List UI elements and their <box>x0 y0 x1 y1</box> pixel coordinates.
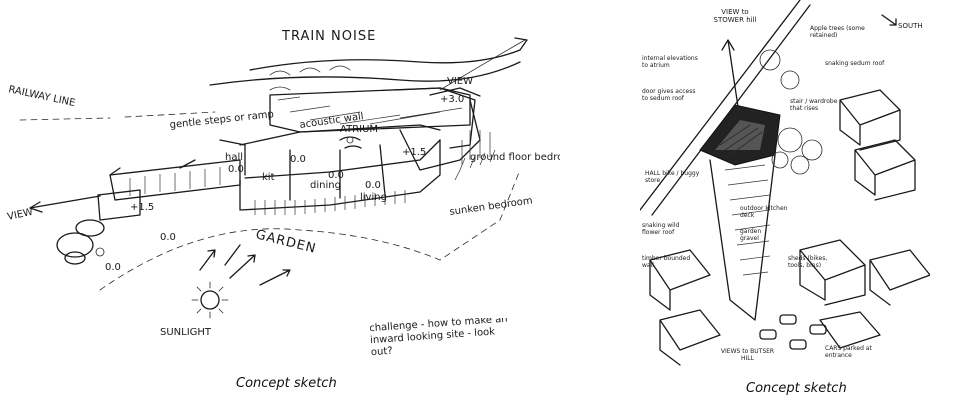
noise-line-2 <box>209 61 521 86</box>
sun-icon <box>191 281 229 319</box>
label-level-00-a: 0.0 <box>160 232 176 243</box>
railway-arrow-head <box>514 37 528 51</box>
railway-arrow-line <box>439 39 526 91</box>
label-hall-bike: HALL bike / buggy store <box>645 170 700 184</box>
label-apple-trees: Apple trees (some retained) <box>810 25 865 39</box>
label-kit: kit <box>262 172 275 183</box>
entry-wing <box>97 139 246 221</box>
label-view-top-level: +3.0 <box>440 94 464 105</box>
label-garden: GARDEN <box>254 227 318 257</box>
label-snaking-sedum-roof: snaking sedum roof <box>825 60 885 67</box>
rail-line-1 <box>640 0 801 211</box>
label-view-left: VIEW <box>6 207 34 223</box>
label-cars-wrap: CARS parked at entrance <box>825 345 872 359</box>
label-sheds: sheds (bikes, tools, bins) <box>788 255 828 269</box>
label-ground-floor-bedroom: ground floor bedroom <box>470 152 560 163</box>
view-arrow-left-head <box>29 201 43 213</box>
label-door-wrap: door gives access to sedum roof <box>642 88 696 102</box>
label-hall-bike-wrap: HALL bike / buggy store <box>645 170 700 184</box>
label-gravel-wrap: garden gravel <box>740 228 762 242</box>
label-south: SOUTH <box>898 22 923 30</box>
right-sketch-drawing: VIEW to STOWER hill SOUTH Apple trees (s… <box>640 0 930 366</box>
label-door-gives-access: door gives access to sedum roof <box>642 88 696 102</box>
right-aerial-sketch: VIEW to STOWER hill SOUTH Apple trees (s… <box>640 0 930 372</box>
left-sketch-drawing: TRAIN NOISE RAILWAY LINE VIEW +3.0 acous… <box>6 29 560 359</box>
left-concept-sketch: TRAIN NOISE RAILWAY LINE VIEW +3.0 acous… <box>6 29 560 359</box>
label-level-hall: 0.0 <box>228 164 244 175</box>
label-level-00-b: 0.0 <box>105 262 121 273</box>
label-timber-wrap: timber bounded wall <box>642 255 691 269</box>
south-arrow <box>881 14 897 26</box>
apple-trees <box>759 49 823 175</box>
label-challenge-wrap: challenge - how to make an inward lookin… <box>370 318 508 359</box>
noise-line-1 <box>249 49 521 71</box>
label-living: living <box>360 192 387 203</box>
label-wild-flower-wrap: snaking wild flower roof <box>642 222 680 236</box>
label-railway-line: RAILWAY LINE <box>7 84 76 109</box>
label-outdoor-kitchen-wrap: outdoor kitchen deck <box>740 205 788 219</box>
railway-dashed-line <box>19 111 216 121</box>
car-sketch <box>56 219 105 265</box>
label-views-butser-wrap: VIEWS to BUTSER HILL <box>720 348 775 362</box>
building-massing <box>239 87 491 215</box>
label-dining: dining <box>310 180 341 191</box>
noise-waves <box>269 65 351 91</box>
label-view-stower-wrap: VIEW to STOWER hill <box>713 8 757 24</box>
caption-left: Concept sketch <box>236 376 337 391</box>
cars <box>759 314 827 350</box>
label-internal-elev-wrap: internal elevations to atrium <box>642 55 698 69</box>
label-view-top: VIEW <box>447 76 473 87</box>
label-level-living: 0.0 <box>365 180 381 191</box>
label-view-stower: VIEW to STOWER hill <box>713 8 757 24</box>
label-cars-parked: CARS parked at entrance <box>825 345 872 359</box>
label-sedum-wrap: snaking sedum roof <box>825 60 885 67</box>
site-strip <box>709 154 776 321</box>
garden-boundary <box>99 169 521 291</box>
strip-hatch <box>724 164 771 276</box>
label-sunken-bedroom: sunken bedroom <box>449 195 533 218</box>
neighbour-houses <box>649 89 930 366</box>
label-gentle-steps: gentle steps or ramp <box>169 109 274 131</box>
label-views-butser: VIEWS to BUTSER HILL <box>720 348 775 362</box>
label-challenge: challenge - how to make an inward lookin… <box>370 318 508 359</box>
label-level-kit: 0.0 <box>290 154 306 165</box>
central-building <box>699 104 781 166</box>
label-garden-gravel: garden gravel <box>740 228 762 242</box>
label-timber-bound-wall: timber bounded wall <box>642 255 691 269</box>
label-stair-wrap: stair / wardrobe that rises <box>790 98 838 112</box>
caption-right: Concept sketch <box>746 381 847 396</box>
label-hall: hall <box>225 152 243 163</box>
grass-hatch <box>454 149 496 181</box>
label-sunlight: SUNLIGHT <box>160 327 212 338</box>
label-outdoor-kitchen: outdoor kitchen deck <box>740 205 788 219</box>
label-atrium: ATRIUM <box>340 124 378 135</box>
label-sheds-wrap: sheds (bikes, tools, bins) <box>788 255 828 269</box>
label-train-noise: TRAIN NOISE <box>281 29 376 44</box>
view-stower-arrow-head <box>721 39 735 51</box>
label-internal-elevations: internal elevations to atrium <box>642 55 698 69</box>
label-stair-wardrobe: stair / wardrobe that rises <box>790 98 838 112</box>
label-snaking-wild-flower: snaking wild flower roof <box>642 222 680 236</box>
label-level-dining: 0.0 <box>328 170 344 181</box>
label-level-entry: +1.5 <box>130 202 154 213</box>
sunlight-arrows <box>199 244 291 286</box>
label-level-plus15: +1.5 <box>402 147 426 158</box>
view-arrow-left-line <box>29 195 101 209</box>
label-apple-trees-wrap: Apple trees (some retained) <box>810 25 865 39</box>
